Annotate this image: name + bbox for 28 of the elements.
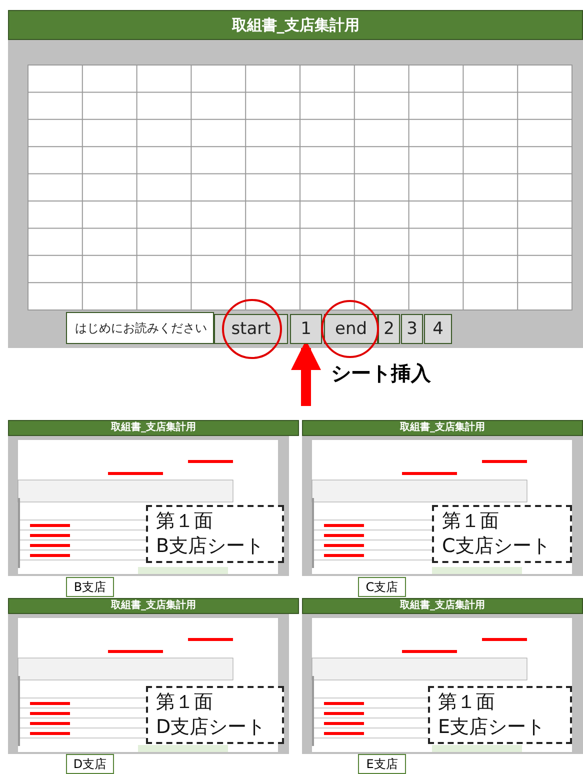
callout-text: D支店シート (156, 715, 267, 740)
sheet-tab: E支店 (358, 754, 406, 774)
sheet-tab: 2 (378, 314, 400, 344)
callout-box (146, 686, 284, 744)
sheet-tab: D支店 (66, 754, 114, 774)
sheet-tab: start (214, 314, 288, 344)
sheet-tab: C支店 (358, 577, 406, 597)
sheet-tab: はじめにお読みください (66, 312, 214, 344)
sheet-title-bar: 取組書_支店集計用 (8, 598, 299, 614)
callout-box (432, 505, 572, 563)
sheet-tab: B支店 (66, 577, 114, 597)
sheet-tab: 1 (290, 314, 322, 344)
callout-text: B支店シート (156, 534, 266, 559)
sheet-tab: 3 (401, 314, 423, 344)
sheet-title-bar: 取組書_支店集計用 (8, 420, 299, 436)
sheet-tab: 4 (424, 314, 452, 344)
callout-box (428, 686, 572, 744)
callout-text: E支店シート (438, 715, 546, 740)
sheet-title-bar: 取組書_支店集計用 (302, 598, 583, 614)
callout-text: 第１面 (438, 690, 496, 715)
callout-text: 第１面 (156, 509, 214, 534)
sheet-title-bar: 取組書_支店集計用 (302, 420, 583, 436)
sheet-title-bar: 取組書_支店集計用 (8, 10, 583, 40)
callout-box (146, 505, 284, 563)
callout-text: C支店シート (442, 534, 552, 559)
callout-text: 第１面 (156, 690, 214, 715)
sheet-tab: end (324, 314, 378, 344)
callout-text: 第１面 (442, 509, 500, 534)
